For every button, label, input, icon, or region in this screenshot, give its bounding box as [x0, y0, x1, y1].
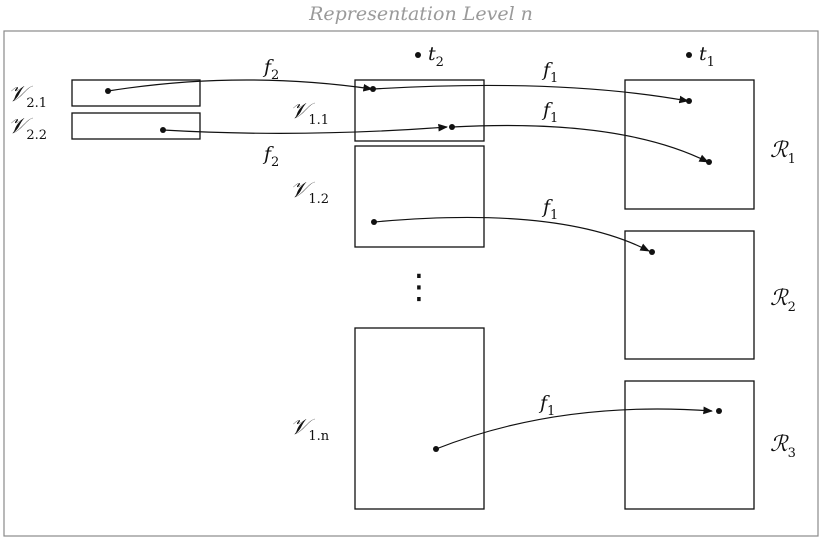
vertical-ellipsis: ⋮ [402, 267, 436, 307]
arrow-f1-d [435, 406, 713, 450]
label-t1: t1 [699, 43, 715, 70]
arrow-f1-b [451, 124, 709, 163]
arrow-f2-a [107, 79, 373, 92]
label-v21: 𝒱2.1 [8, 82, 47, 111]
point-r1-b [706, 159, 712, 165]
arrow-f1-c [373, 216, 650, 252]
point-v12 [371, 219, 377, 225]
box-v1n [354, 327, 485, 510]
point-v11-a [370, 86, 376, 92]
label-f1-a: f1 [541, 59, 558, 86]
label-v11: 𝒱1.1 [290, 99, 329, 128]
point-t2 [415, 52, 421, 58]
label-t2: t2 [428, 43, 444, 70]
point-v22 [160, 127, 166, 133]
point-r3 [716, 408, 722, 414]
box-r1 [624, 79, 755, 210]
label-f2-a: f2 [262, 56, 279, 83]
label-f1-c: f1 [541, 196, 558, 223]
outer-frame [3, 30, 819, 537]
point-v21 [105, 88, 111, 94]
point-t1 [686, 52, 692, 58]
arrow-f2-b [162, 123, 448, 134]
box-r2 [624, 230, 755, 360]
point-r1-a [686, 98, 692, 104]
box-v22 [71, 112, 201, 140]
label-f1-d: f1 [538, 392, 555, 419]
label-f1-b: f1 [541, 99, 558, 126]
label-r3: ℛ3 [770, 432, 796, 461]
box-v21 [71, 79, 201, 107]
label-r2: ℛ2 [770, 286, 796, 315]
label-f2-b: f2 [262, 143, 279, 170]
diagram-title: Representation Level n [308, 3, 533, 25]
point-r2 [649, 249, 655, 255]
point-v11-b [449, 124, 455, 130]
box-v11 [354, 79, 485, 142]
arrow-f1-a [372, 84, 689, 104]
label-v22: 𝒱2.2 [8, 114, 47, 143]
point-v1n [433, 446, 439, 452]
box-r3 [624, 380, 755, 510]
label-v12: 𝒱1.2 [290, 178, 329, 207]
label-r1: ℛ1 [770, 138, 796, 167]
label-v1n: 𝒱1.n [290, 415, 330, 444]
box-v12 [354, 145, 485, 248]
